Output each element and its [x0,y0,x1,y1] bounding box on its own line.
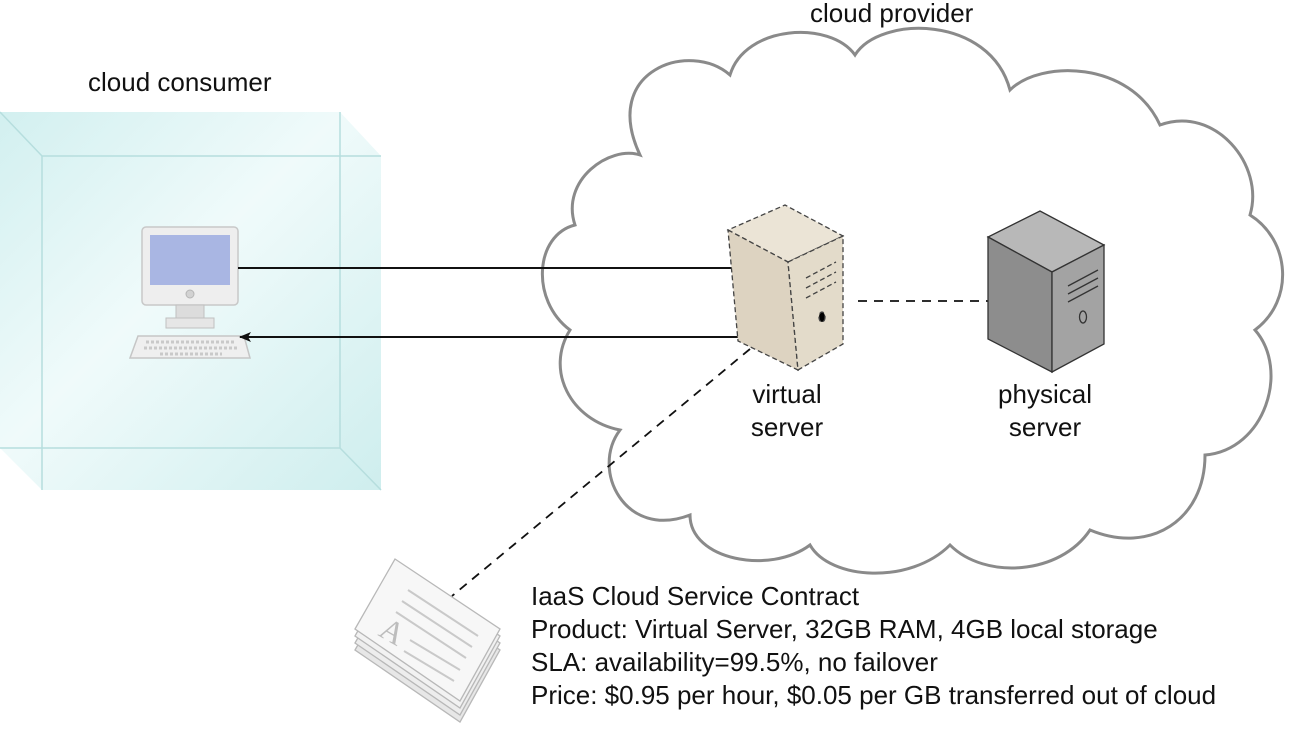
contract-product: Product: Virtual Server, 32GB RAM, 4GB l… [531,614,1158,644]
physical-server-label-line2: server [1008,412,1082,442]
provider-label: cloud provider [810,0,974,28]
virtual-server-label: virtual server [727,378,847,444]
virtual-server-label-line1: virtual [752,379,822,409]
virtual-server-label-line2: server [750,412,824,442]
workstation-icon [128,226,251,359]
physical-server-label: physical server [975,378,1115,444]
document-stack-icon: A [354,558,501,723]
contract-link [451,348,751,597]
physical-server-icon [986,210,1106,374]
contract-price: Price: $0.95 per hour, $0.05 per GB tran… [531,680,1217,710]
consumer-label: cloud consumer [88,67,272,97]
physical-server-label-line1: physical [998,379,1092,409]
contract-title: IaaS Cloud Service Contract [531,581,860,611]
virtual-server-icon [726,204,845,372]
contract-sla: SLA: availability=99.5%, no failover [531,647,938,677]
contract-text: IaaS Cloud Service Contract Product: Vir… [531,580,1216,712]
